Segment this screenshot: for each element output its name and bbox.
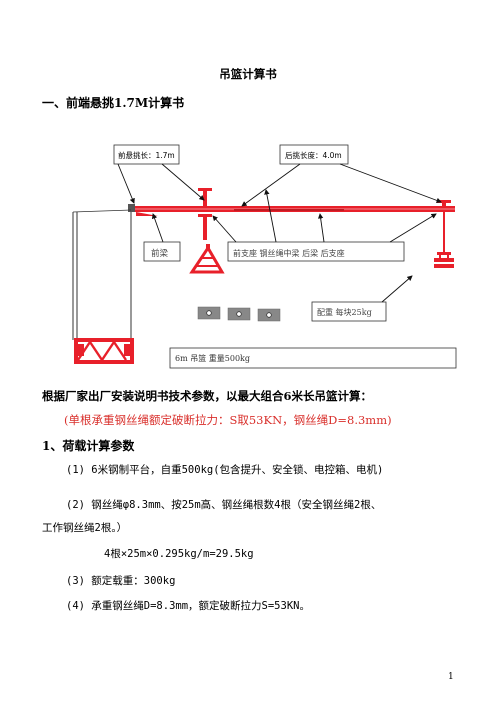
front-support-post [203,190,207,206]
front-overhang-box [113,144,180,165]
front-end-cap [128,204,135,212]
rear-overhang-box [279,144,349,165]
counterweight-label: 配重 每块25kg [317,307,372,317]
rear-support-post [443,212,445,252]
components-box [227,241,405,262]
document-title: 吊篮计算书 [219,67,277,81]
rope-weight-calculation: 4根×25m×0.295kg/m=29.5kg [104,548,254,560]
rope-parameter-note: (单根承重钢丝绳额定破断拉力：S取53KN，钢丝绳D=8.3mm) [64,413,392,427]
front-support-leg [203,216,207,240]
beam-shade [234,209,344,211]
basket-top-rail [74,338,134,342]
list-item-breaking-force: (4) 承重钢丝绳D=8.3mm，额定破断拉力S=53KN。 [66,600,310,612]
list-item-rated-load: (3) 额定载重：300kg [66,575,176,587]
list-item-wire-rope-cont: 工作钢丝绳2根。） [42,522,128,534]
suspended-platform-diagram: 前悬挑长：1.7m 后挑长度：4.0m 前梁 前支座 钢丝绳中梁 后梁 后支座 … [72,144,457,369]
basket-label: 6m 吊篮 重量500kg [175,353,250,363]
page-number: 1 [448,672,454,682]
rear-support-base [434,258,454,262]
rear-support-cap [437,200,451,203]
front-beam-label: 前梁 [151,248,169,259]
components-label: 前支座 钢丝绳中梁 后梁 后支座 [233,248,345,258]
list-item-wire-rope: (2) 钢丝绳φ8.3mm、按25m高、钢丝绳根数4根（安全钢丝绳2根、 [66,499,382,511]
counterweight-box [311,301,387,322]
leader-arrows [117,163,442,303]
counterweight-blocks [197,306,281,322]
load-parameters-heading: 1、荷载计算参数 [42,439,135,453]
front-support-tripod [189,245,225,274]
basket-bottom-rail [74,360,134,364]
rear-overhang-label: 后挑长度：4.0m [285,150,342,160]
front-overhang-label: 前悬挑长：1.7m [118,150,175,160]
front-support-foot-top [198,214,212,217]
front-beam-box [143,241,181,262]
basket-truss [77,339,127,363]
section-heading: 一、前端悬挑1.7M计算书 [42,96,185,110]
front-bracket [136,212,158,216]
list-item-platform: (1) 6米钢制平台，自重500kg(包含提升、安全锁、电控箱、电机) [66,464,384,476]
intro-paragraph: 根据厂家出厂安装说明书技术参数，以最大组合6米长吊篮计算： [42,389,372,403]
basket-box [169,347,457,369]
front-support-cap [198,188,212,191]
